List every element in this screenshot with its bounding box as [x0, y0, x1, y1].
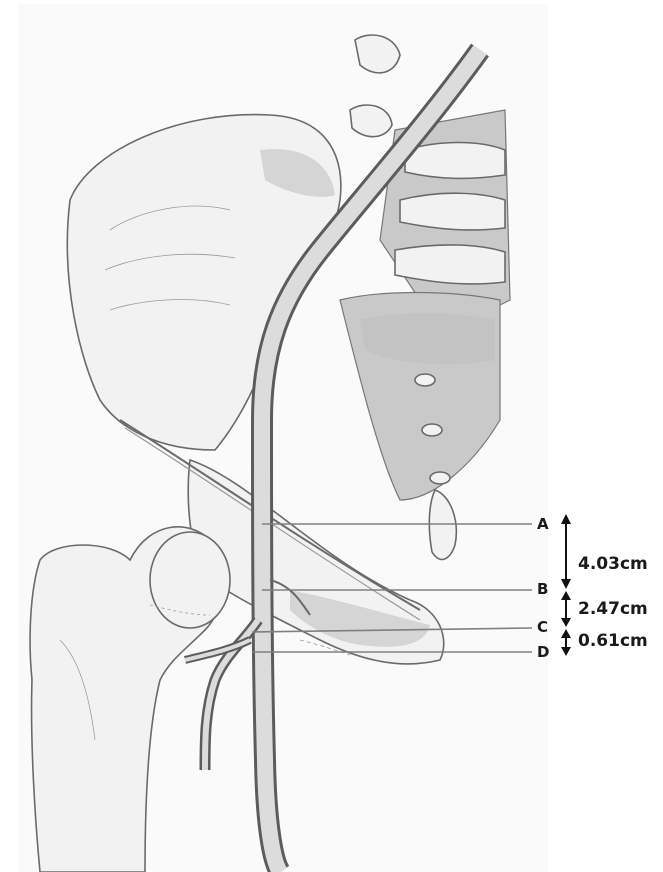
measurement-b-c: 2.47cm [578, 599, 648, 619]
point-label-d: D [537, 643, 549, 661]
point-label-b: B [537, 580, 548, 598]
measurement-c-d: 0.61cm [578, 631, 648, 651]
measurement-a-b: 4.03cm [578, 554, 648, 574]
point-label-c: C [537, 618, 548, 636]
point-label-a: A [537, 515, 549, 533]
femoral-head [150, 532, 230, 628]
